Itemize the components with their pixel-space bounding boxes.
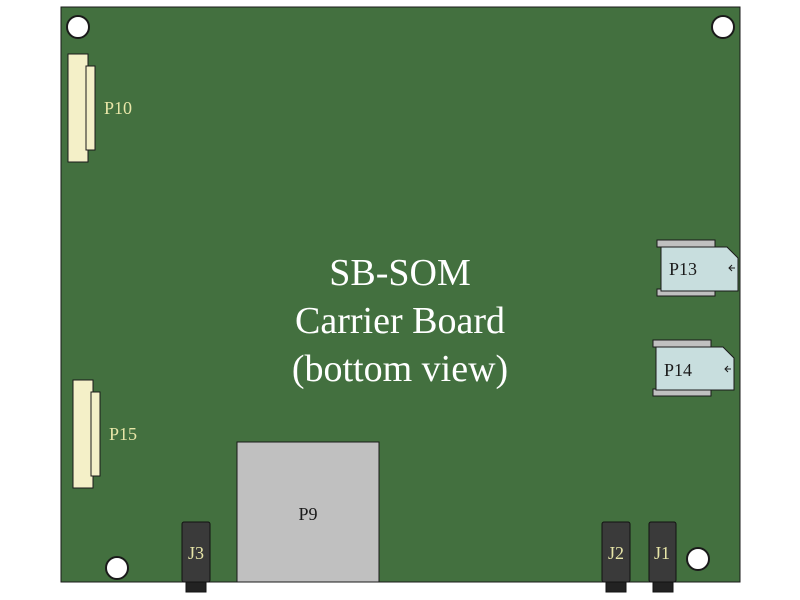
board-title-line-1: SB-SOM — [329, 252, 471, 294]
connector-p9: P9 — [236, 441, 380, 583]
connector-p15-label: P15 — [109, 424, 137, 444]
connector-j3: J3 — [181, 521, 211, 593]
mounting-hole-bottom-left — [105, 556, 129, 580]
connector-p13: P13 — [656, 239, 739, 297]
connector-p15: P15 — [72, 379, 137, 489]
connector-j1: J1 — [648, 521, 677, 593]
pcb-board — [60, 6, 741, 583]
board-title-line-2: Carrier Board — [295, 300, 505, 342]
connector-p9-label: P9 — [298, 504, 317, 524]
connector-j2-label: J2 — [608, 543, 624, 563]
board-title-line-3: (bottom view) — [292, 348, 508, 390]
connector-p14: P14 — [652, 339, 735, 397]
connector-p14-label: P14 — [664, 360, 692, 380]
mounting-hole-bottom-right — [686, 547, 710, 571]
connector-j1-label: J1 — [654, 543, 670, 563]
connector-p10: P10 — [67, 53, 132, 163]
connector-j2: J2 — [601, 521, 631, 593]
connector-p13-label: P13 — [669, 259, 697, 279]
connector-j3-label: J3 — [188, 543, 204, 563]
connector-p10-label: P10 — [104, 98, 132, 118]
mounting-hole-top-left — [66, 15, 90, 39]
mounting-hole-top-right — [711, 15, 735, 39]
board-title: SB-SOM Carrier Board (bottom view) — [292, 252, 508, 390]
